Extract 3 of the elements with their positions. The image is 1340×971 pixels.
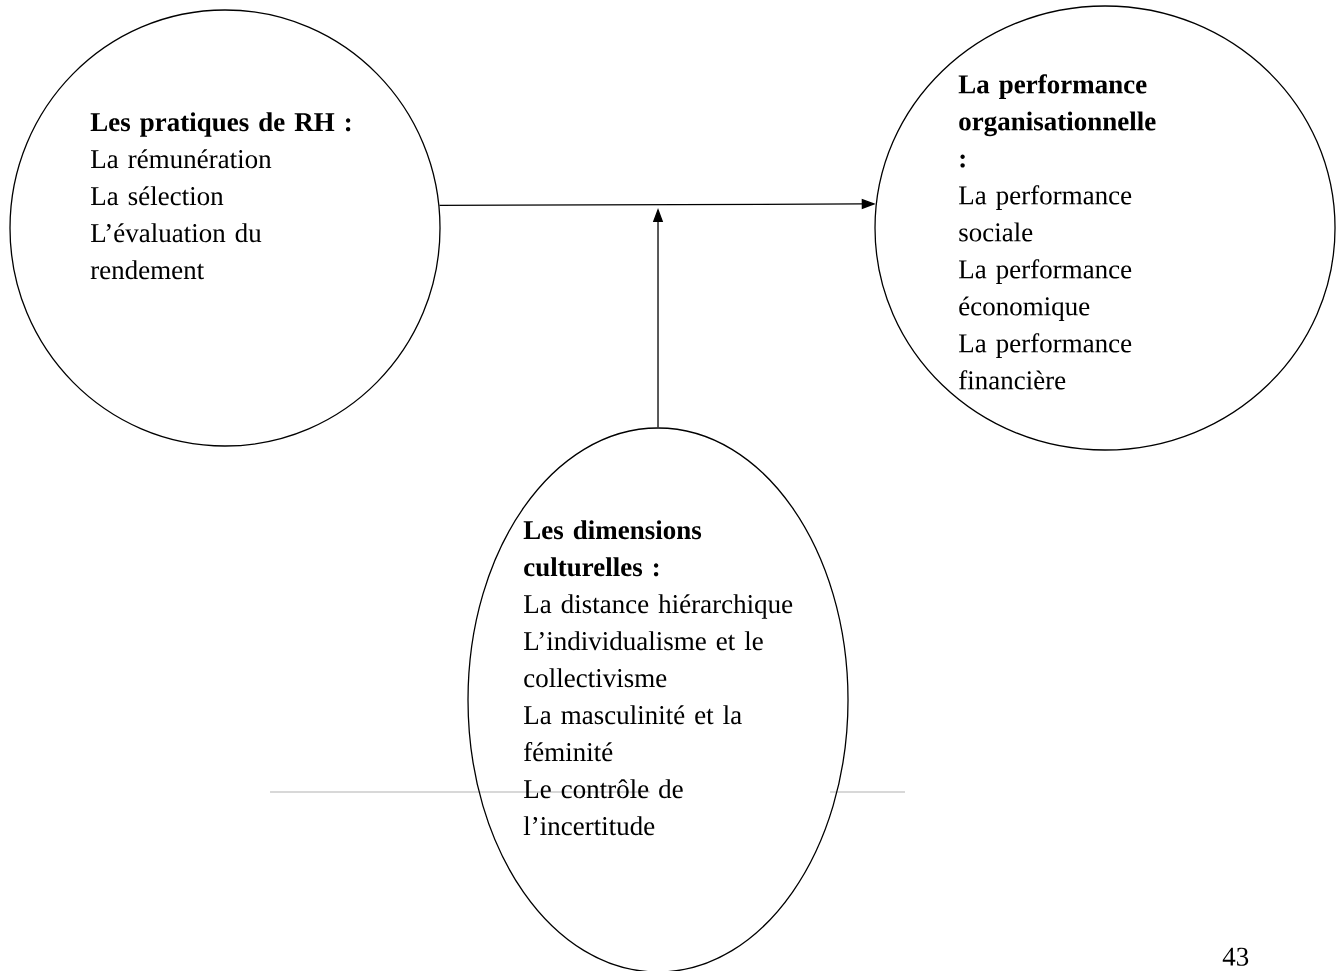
ellipse-node: La performance organisationnelle : La performance sociale La performance économique La performance financière xyxy=(874,5,1336,451)
page-number: 43 xyxy=(1222,947,1249,966)
ellipse-node: Les pratiques de RH : La rémunération La sélection L’évaluation du rendement xyxy=(9,9,441,447)
